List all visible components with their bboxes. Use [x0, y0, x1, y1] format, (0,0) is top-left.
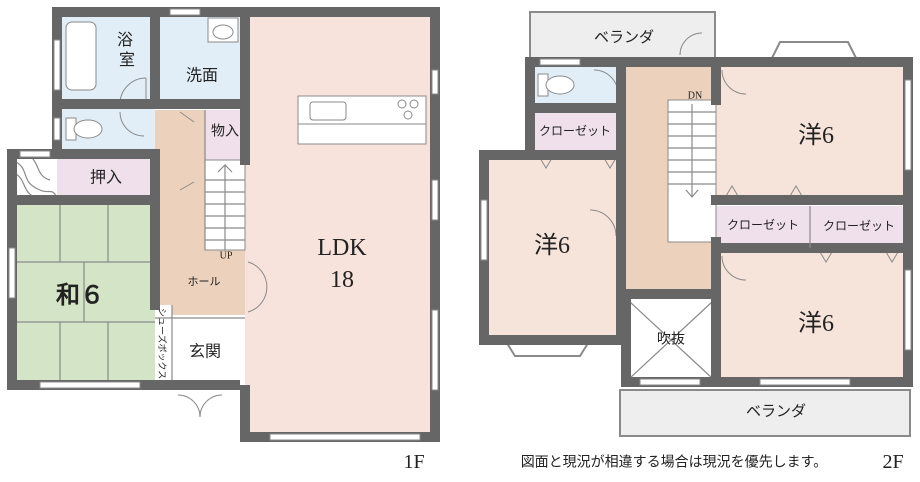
genkan-area	[172, 318, 245, 384]
washroom-label: 洗面	[186, 67, 218, 85]
stairs-2f	[667, 99, 717, 243]
room-top-right	[716, 62, 908, 200]
oshiire-label: 押入	[90, 169, 122, 187]
toilet-1f	[65, 117, 103, 141]
partitions-1f	[155, 110, 245, 385]
storage-label: 物入	[211, 124, 239, 140]
closet-mid-b-label: クローゼット	[823, 219, 895, 233]
room-left	[484, 155, 621, 340]
windows-2f	[480, 58, 912, 386]
floor-2f-label: 2F	[882, 451, 903, 473]
bath-label: 浴 室	[117, 31, 137, 69]
ldk-label: LDK	[317, 235, 367, 261]
oshiire-closet	[57, 154, 155, 200]
room-bottom-right	[716, 248, 908, 382]
balcony-top-label: ベランダ	[594, 29, 654, 46]
closet-mid-b	[810, 206, 908, 248]
shoe-box-label: シューズボックス	[157, 308, 168, 379]
room-top-right-label: 洋6	[798, 122, 834, 149]
stairs-up-label: UP	[220, 251, 233, 262]
ldk-size-label: 18	[330, 267, 354, 293]
closet-left-label: クローゼット	[539, 124, 611, 138]
bath-label-char-1: 浴	[117, 31, 133, 49]
balcony-bottom-label: ベランダ	[746, 403, 806, 420]
tatami-lines	[12, 200, 155, 385]
closet-left	[530, 108, 620, 155]
fukinuke-cross	[629, 301, 713, 379]
balcony-bottom	[619, 389, 911, 437]
storage-room	[205, 110, 245, 160]
kitchen-counter	[297, 95, 427, 145]
fukinuke-label: 吹抜	[657, 332, 685, 348]
toilet-fixture-2f	[537, 73, 575, 97]
genkan-label: 玄関	[189, 343, 221, 361]
room-bottom-right-label: 洋6	[798, 310, 834, 337]
closet-mid-a	[716, 206, 810, 248]
stairs-down-label: DN	[688, 91, 702, 102]
room-left-label: 洋6	[534, 232, 570, 259]
windows-1f	[8, 8, 439, 441]
washitsu-label: 和６	[56, 282, 104, 309]
ldk-room	[245, 12, 435, 437]
doors-1f	[119, 77, 268, 418]
bath-label-char-2: 室	[119, 51, 135, 69]
floor-1-plan: 浴 室 洗面 物入 押入 和６ ホール UP シューズボックス 玄関 LDK 1…	[7, 7, 440, 473]
stairs-1f	[204, 159, 246, 251]
note-label: 図面と現況が相違する場合は現況を優先します。	[521, 455, 828, 471]
closet-mid-a-label: クローゼット	[727, 218, 799, 232]
bathtub	[65, 21, 97, 91]
wash-basin	[207, 17, 239, 43]
floor-1f-label: 1F	[403, 451, 424, 473]
hall-label: ホール	[188, 275, 221, 288]
shoe-box	[155, 305, 172, 385]
floor-2-plan: ベランダ クローゼット DN 洋6 洋6 クローゼット クローゼット 洋6 吹抜…	[479, 11, 913, 473]
